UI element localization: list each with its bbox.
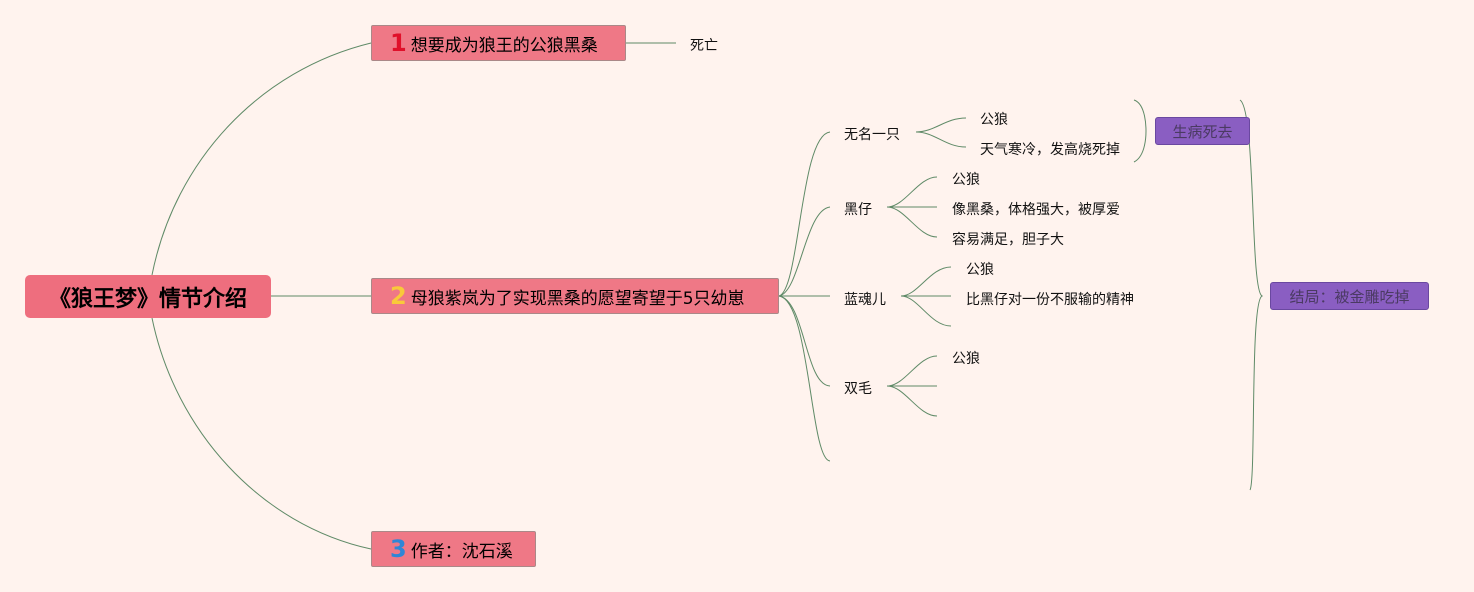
connector-cub-4 [778, 295, 831, 387]
connector-cub-5 [778, 295, 831, 462]
connector-cub1-trait2 [915, 131, 967, 148]
summary-sick-label: 生病死去 [1172, 122, 1233, 141]
summary-brace-sick [1133, 99, 1147, 163]
connector-cub3-trait3 [900, 295, 952, 327]
branch-3-number: 3 [390, 535, 407, 563]
cub-2-trait-3[interactable]: 容易满足，胆子大 [952, 232, 1064, 248]
summary-ending[interactable]: 结局：被金雕吃掉 [1270, 282, 1429, 310]
summary-brace-ending [1239, 99, 1264, 491]
cub-2-trait-1[interactable]: 公狼 [952, 172, 980, 188]
connector-cub4-trait3 [886, 385, 938, 417]
branch-1[interactable]: 1 想要成为狼王的公狼黑桑 [371, 25, 626, 61]
branch-1-number: 1 [390, 29, 407, 57]
cub-3-name[interactable]: 蓝魂儿 [844, 292, 886, 308]
cub-2-name[interactable]: 黑仔 [844, 202, 872, 218]
cub-3-trait-1[interactable]: 公狼 [966, 262, 994, 278]
connector-cub2-trait3 [886, 206, 938, 238]
branch-2-label: 母狼紫岚为了实现黑桑的愿望寄望于5只幼崽 [410, 288, 745, 309]
branch-3[interactable]: 3 作者：沈石溪 [371, 531, 536, 567]
connector-cub1-trait1 [915, 117, 967, 133]
cub-1-name[interactable]: 无名一只 [844, 127, 900, 143]
branch-3-label: 作者：沈石溪 [410, 541, 513, 562]
connector-root-branch-1 [151, 42, 372, 276]
cub-4-name[interactable]: 双毛 [844, 381, 872, 397]
connector-cub3-trait1 [900, 266, 952, 297]
branch-1-label: 想要成为狼王的公狼黑桑 [410, 35, 598, 56]
connector-cub2-trait1 [886, 176, 938, 208]
cub-2-trait-2[interactable]: 像黑桑，体格强大，被厚爱 [952, 202, 1120, 218]
leaf-death[interactable]: 死亡 [690, 38, 718, 54]
root-topic[interactable]: 《狼王梦》情节介绍 [25, 275, 271, 318]
root-title: 《狼王梦》情节介绍 [48, 286, 247, 312]
connector-cub-1 [778, 131, 831, 297]
cub-1-trait-2[interactable]: 天气寒冷，发高烧死掉 [980, 142, 1120, 158]
connector-cub4-trait1 [886, 355, 938, 387]
connector-cub-2 [778, 206, 831, 297]
cub-4-trait-1[interactable]: 公狼 [952, 351, 980, 367]
summary-sick[interactable]: 生病死去 [1155, 117, 1250, 145]
summary-ending-label: 结局：被金雕吃掉 [1289, 287, 1410, 306]
cub-1-trait-1[interactable]: 公狼 [980, 112, 1008, 128]
branch-2-number: 2 [390, 282, 407, 310]
cub-3-trait-2[interactable]: 比黑仔对一份不服输的精神 [966, 292, 1134, 308]
connector-root-branch-3 [151, 317, 372, 550]
branch-2[interactable]: 2 母狼紫岚为了实现黑桑的愿望寄望于5只幼崽 [371, 278, 779, 314]
